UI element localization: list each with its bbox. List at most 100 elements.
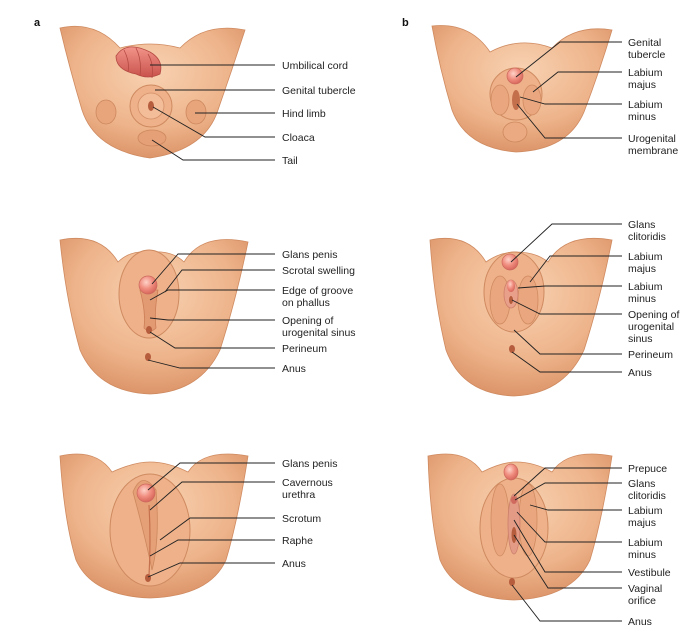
label-hind-limb: Hind limb xyxy=(282,108,326,120)
label-line: Raphe xyxy=(282,535,313,547)
label-glans-penis-a3: Glans penis xyxy=(282,458,337,470)
label-line: Labium xyxy=(628,281,663,293)
illustration-b1 xyxy=(431,25,613,153)
label-line: Genital tubercle xyxy=(282,85,356,97)
label-perineum-a: Perineum xyxy=(282,343,327,355)
label-line: Scrotum xyxy=(282,513,321,525)
label-line: membrane xyxy=(628,145,678,157)
label-line: Opening of xyxy=(628,309,679,321)
leaders-a2 xyxy=(147,253,275,369)
label-line: Glans penis xyxy=(282,458,337,470)
label-line: Perineum xyxy=(282,343,327,355)
label-line: Urogenital xyxy=(628,133,676,145)
panel-letter-a: a xyxy=(34,17,41,29)
label-line: Umbilical cord xyxy=(282,60,348,72)
label-line: Scrotal swelling xyxy=(282,265,355,277)
leaders-b2 xyxy=(510,223,622,373)
label-line: Edge of groove xyxy=(282,285,353,297)
label-line: tubercle xyxy=(628,49,666,61)
labels-a1: Umbilical cord Genital tubercle Hind lim… xyxy=(282,60,356,167)
label-glans-penis-a2: Glans penis xyxy=(282,249,337,261)
label-vestibule: Vestibule xyxy=(628,567,671,579)
label-prepuce: Prepuce xyxy=(628,463,667,475)
label-scrotal-swelling: Scrotal swelling xyxy=(282,265,355,277)
illustration-a1 xyxy=(59,25,246,159)
label-line: Genital xyxy=(628,37,661,49)
label-line: Labium xyxy=(628,537,663,549)
label-line: sinus xyxy=(628,333,653,345)
label-line: Labium xyxy=(628,251,663,263)
leaders-b1 xyxy=(515,41,622,139)
label-line: Labium xyxy=(628,67,663,79)
label-line: minus xyxy=(628,111,656,123)
label-line: Anus xyxy=(282,363,306,375)
label-line: Labium xyxy=(628,505,663,517)
label-anus-a3: Anus xyxy=(282,558,306,570)
label-anus-b3: Anus xyxy=(628,616,652,628)
label-line: Glans penis xyxy=(282,249,337,261)
leaders-a1 xyxy=(150,64,275,161)
illustration-a2 xyxy=(59,237,249,395)
labels-a2: Glans penis Scrotal swelling Edge of gro… xyxy=(282,249,356,375)
label-line: minus xyxy=(628,293,656,305)
label-line: clitoridis xyxy=(628,490,666,502)
label-line: Glans xyxy=(628,219,655,231)
label-line: Cloaca xyxy=(282,132,315,144)
label-line: Hind limb xyxy=(282,108,326,120)
label-line: Vaginal xyxy=(628,583,662,595)
label-line: Cavernous xyxy=(282,477,333,489)
label-line: minus xyxy=(628,549,656,561)
label-line: Vestibule xyxy=(628,567,671,579)
label-line: orifice xyxy=(628,595,656,607)
label-anus-b2: Anus xyxy=(628,367,652,379)
label-line: Anus xyxy=(628,367,652,379)
panel-letter-b: b xyxy=(402,17,409,29)
label-line: Labium xyxy=(628,99,663,111)
label-line: majus xyxy=(628,517,656,529)
label-perineum-b: Perineum xyxy=(628,349,673,361)
label-raphe: Raphe xyxy=(282,535,313,547)
label-line: majus xyxy=(628,79,656,91)
label-line: urogenital sinus xyxy=(282,327,356,339)
label-tail: Tail xyxy=(282,155,298,167)
label-line: Prepuce xyxy=(628,463,667,475)
label-umbilical-cord: Umbilical cord xyxy=(282,60,348,72)
label-line: Glans xyxy=(628,478,655,490)
leaders-b3 xyxy=(511,467,622,622)
label-line: Anus xyxy=(628,616,652,628)
illustration-b3 xyxy=(427,453,613,601)
label-line: majus xyxy=(628,263,656,275)
label-line: clitoridis xyxy=(628,231,666,243)
label-cloaca: Cloaca xyxy=(282,132,315,144)
label-anus-a2: Anus xyxy=(282,363,306,375)
label-genital-tubercle: Genital tubercle xyxy=(282,85,356,97)
label-line: Perineum xyxy=(628,349,673,361)
label-line: Opening of xyxy=(282,315,333,327)
label-line: on phallus xyxy=(282,297,330,309)
label-line: urethra xyxy=(282,489,315,501)
label-line: Anus xyxy=(282,558,306,570)
label-line: Tail xyxy=(282,155,298,167)
leaders-a3 xyxy=(147,462,275,578)
label-scrotum: Scrotum xyxy=(282,513,321,525)
